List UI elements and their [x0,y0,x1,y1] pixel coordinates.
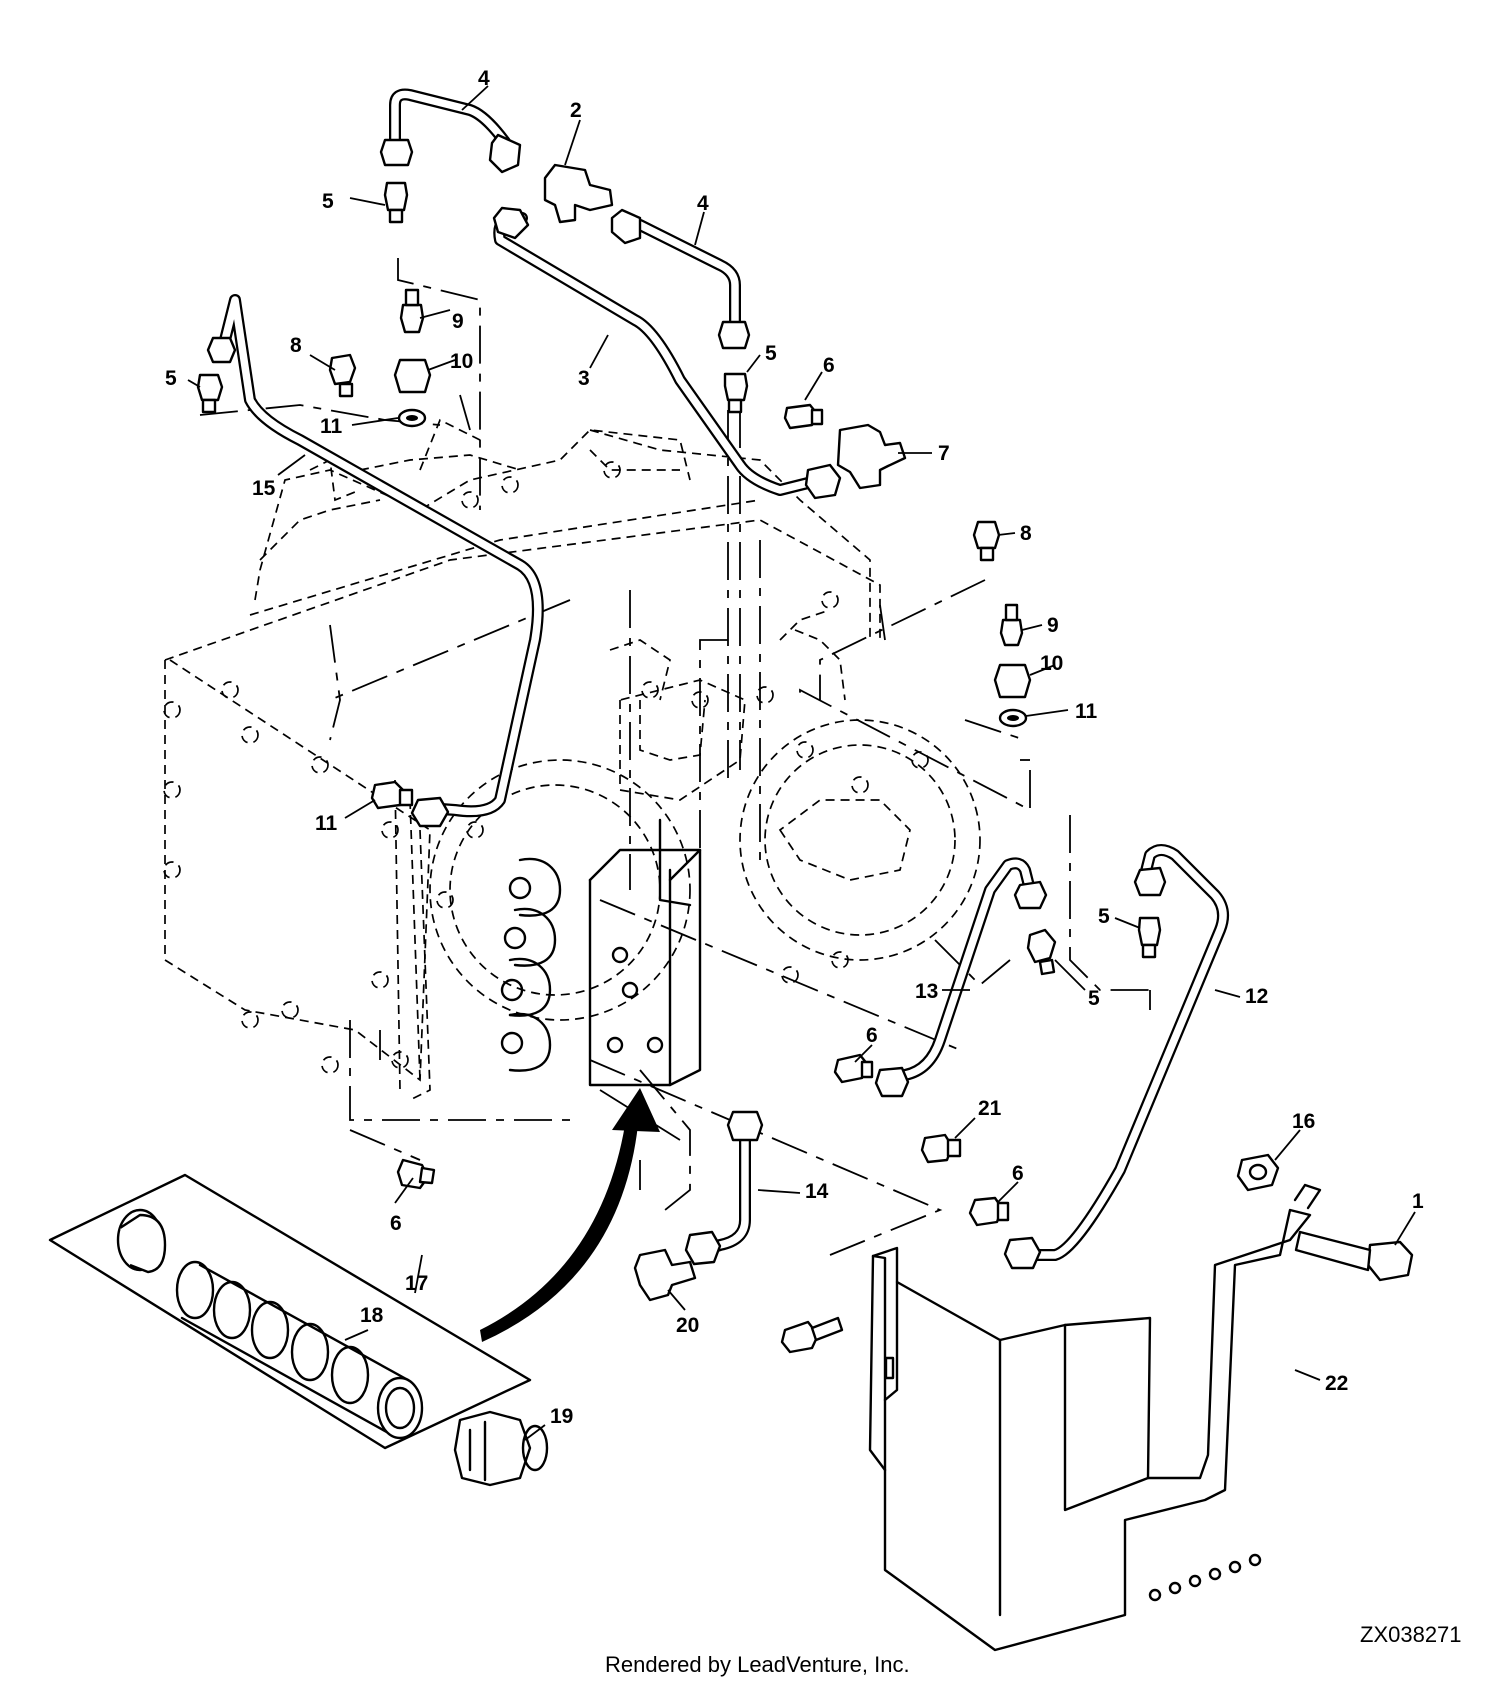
callout-9-right: 9 [1047,614,1059,637]
callout-5-lower: 5 [1088,987,1100,1010]
callout-6-left: 6 [390,1212,402,1235]
callout-5-right: 5 [1098,905,1110,928]
callout-14: 14 [805,1180,829,1203]
callout-8-left: 8 [290,334,302,357]
callout-6-mid: 6 [866,1024,878,1047]
callout-10-left: 10 [450,350,473,373]
callout-11-left: 11 [315,812,338,835]
suction-screen-assembly [48,1173,549,1487]
callout-12: 12 [1245,985,1268,1008]
callout-4-upper: 4 [478,67,490,90]
callout-20: 20 [676,1314,699,1337]
callout-6-upper: 6 [823,354,835,377]
callout-3: 3 [578,367,590,390]
callout-19: 19 [550,1405,573,1428]
callout-18: 18 [360,1304,384,1327]
callout-10-right: 10 [1040,652,1063,675]
leader-lines [187,85,1416,1441]
control-valve-block [500,818,702,1087]
housing-bolts [163,461,929,1074]
assembly-phantom-lines [199,258,1155,1256]
callout-1: 1 [1412,1190,1424,1213]
callout-5-top: 5 [322,190,334,213]
callout-6-right: 6 [1012,1162,1024,1185]
callout-5-mid: 5 [765,342,777,365]
installation-arrow [480,1088,660,1342]
callout-22: 22 [1325,1372,1348,1395]
transmission-housing [164,418,981,1101]
callout-8-right: 8 [1020,522,1032,545]
fittings [196,133,1414,1354]
callout-16: 16 [1292,1110,1315,1133]
figure-code: ZX038271 [1360,1622,1462,1647]
callout-labels: 4 2 4 5 3 5 6 7 8 9 10 11 5 15 8 9 10 11… [165,67,1424,1428]
callout-4-right: 4 [697,192,709,215]
callout-21: 21 [978,1097,1002,1120]
callout-11-upper: 11 [320,415,343,438]
callout-9-left: 9 [452,310,464,333]
callout-13: 13 [915,980,938,1003]
callout-11-right: 11 [1075,700,1098,723]
callout-17: 17 [405,1272,428,1295]
callout-7: 7 [938,442,950,465]
hydraulic-tubes [219,88,1230,1261]
render-credit: Rendered by LeadVenture, Inc. [605,1652,910,1677]
callout-5-left: 5 [165,367,177,390]
callout-15: 15 [252,477,276,500]
guard-shield [868,1183,1322,1652]
callout-2: 2 [570,99,582,122]
